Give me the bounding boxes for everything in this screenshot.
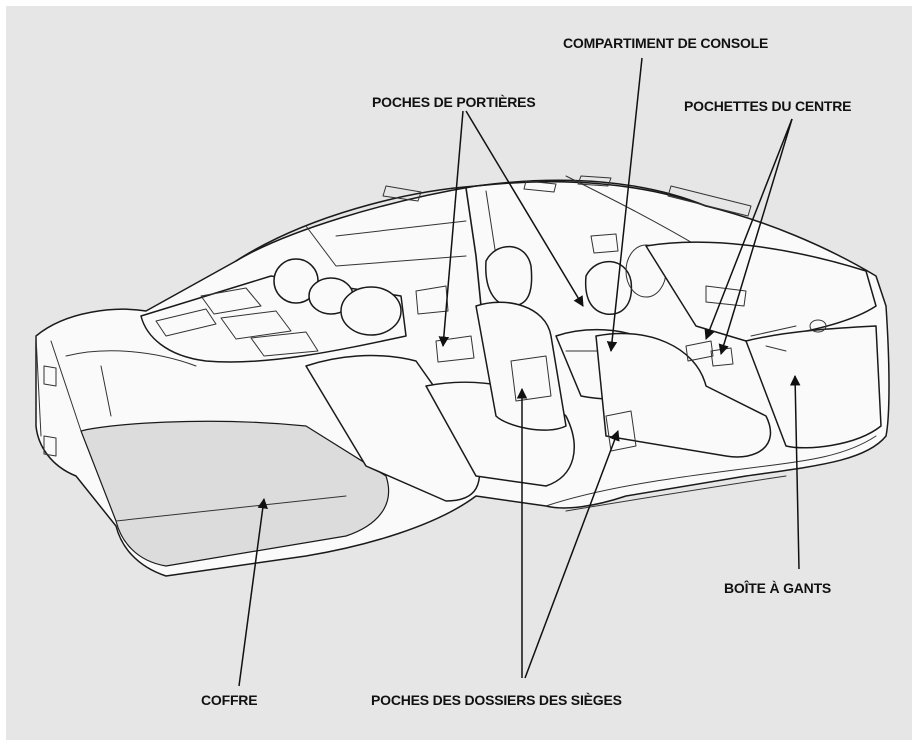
label-center-pockets: POCHETTES DU CENTRE [684, 98, 852, 114]
diagram-panel: COMPARTIMENT DE CONSOLE POCHES DE PORTIÈ… [6, 6, 912, 740]
leader-center-pocket-2 [718, 118, 793, 356]
leader-seatback-front [524, 430, 620, 679]
leader-door-pocket-rear [438, 110, 464, 348]
leader-center-pocket-1 [704, 118, 793, 340]
leader-trunk [238, 497, 268, 687]
leader-lines [238, 57, 801, 687]
leader-glove-box [789, 374, 801, 570]
car-interior-illustration [35, 57, 890, 687]
leader-door-pocket-front [465, 110, 584, 307]
label-trunk: COFFRE [201, 692, 258, 708]
label-seatback-pockets: POCHES DES DOSSIERS DES SIÈGES [371, 692, 622, 708]
label-console-compartment: COMPARTIMENT DE CONSOLE [563, 35, 769, 51]
leader-console [606, 57, 643, 353]
label-glove-box: BOÎTE À GANTS [724, 580, 832, 596]
label-door-pockets: POCHES DE PORTIÈRES [372, 94, 536, 110]
car-body [35, 175, 890, 577]
